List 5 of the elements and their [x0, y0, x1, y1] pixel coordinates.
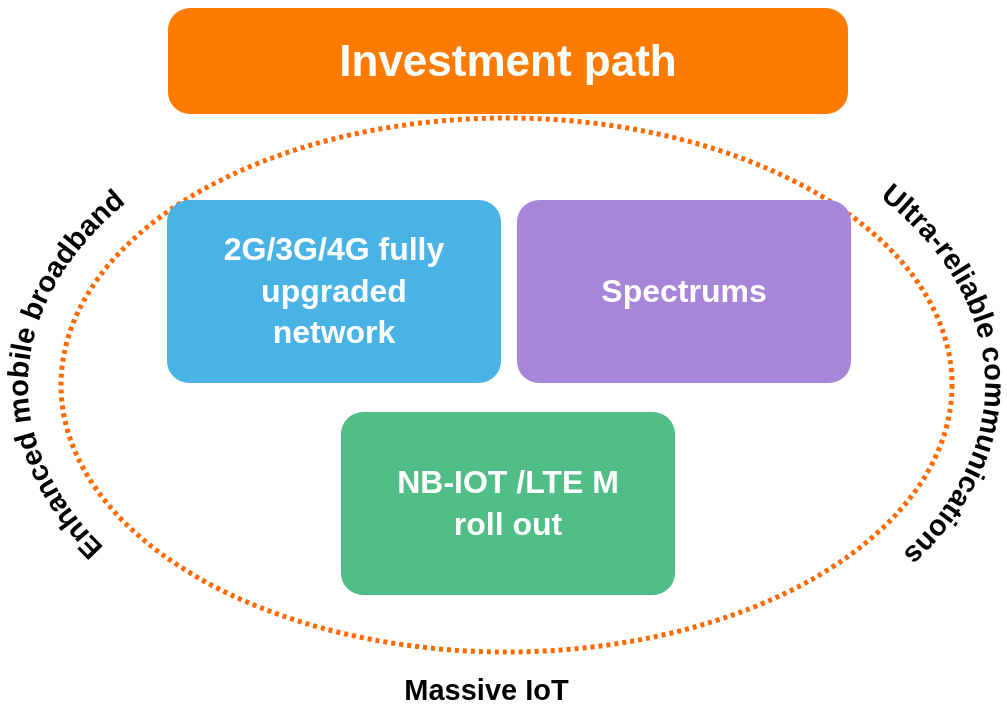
- rounded-box: NB-IOT /LTE M roll out: [341, 412, 675, 595]
- rounded-box: 2G/3G/4G fully upgraded network: [167, 200, 501, 383]
- title-banner: Investment path: [168, 8, 848, 114]
- label: Massive IoT: [404, 674, 569, 704]
- rounded-box: Spectrums: [517, 200, 851, 383]
